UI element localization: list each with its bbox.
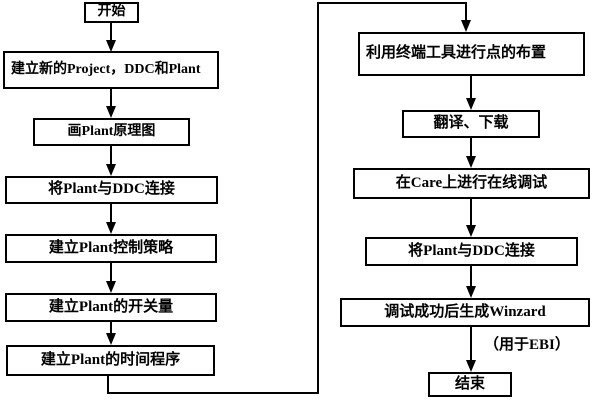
- node-create-project-label: 建立新的Project，DDC和Plant: [11, 61, 201, 77]
- connector-terminal-tool-point-layout-to-translate-download: [466, 76, 476, 110]
- connector-connect-plant-ddc-right-to-generate-winzard: [466, 266, 476, 298]
- connector-build-plant-switch-quantity-to-build-plant-time-program: [106, 322, 116, 345]
- node-online-debug-care[interactable]: 在Care上进行在线调试: [353, 168, 590, 199]
- connector-start-to-create-project: [106, 23, 116, 52]
- node-connect-plant-ddc-left-label: 将Plant与DDC连接: [48, 181, 175, 198]
- node-terminal-tool-point-layout-label: 利用终端工具进行点的布置: [366, 45, 547, 62]
- node-draw-plant-schematic[interactable]: 画Plant原理图: [33, 118, 190, 146]
- node-start-label: 开始: [97, 4, 126, 20]
- node-build-plant-time-program-label: 建立Plant的时间程序: [40, 351, 181, 368]
- node-build-plant-switch-quantity-label: 建立Plant的开关量: [48, 298, 174, 315]
- node-terminal-tool-point-layout[interactable]: 利用终端工具进行点的布置: [358, 32, 585, 76]
- node-start[interactable]: 开始: [84, 2, 139, 23]
- annotation-winzard-note-label: （用于EBI）: [484, 337, 570, 353]
- connector-connect-plant-ddc-left-to-build-plant-control-strategy: [106, 204, 116, 234]
- connector-create-project-to-draw-plant-schematic: [106, 88, 116, 118]
- connector-generate-winzard-to-end: [466, 327, 476, 372]
- node-build-plant-time-program[interactable]: 建立Plant的时间程序: [6, 345, 215, 376]
- annotation-winzard-note: （用于EBI）: [484, 333, 570, 354]
- connector-translate-download-to-online-debug-care: [466, 138, 476, 168]
- node-connect-plant-ddc-right-label: 将Plant与DDC连接: [408, 242, 535, 259]
- node-generate-winzard[interactable]: 调试成功后生成Winzard: [340, 298, 590, 327]
- node-connect-plant-ddc-left[interactable]: 将Plant与DDC连接: [5, 176, 218, 204]
- node-build-plant-control-strategy[interactable]: 建立Plant控制策略: [5, 234, 217, 263]
- node-create-project[interactable]: 建立新的Project，DDC和Plant: [3, 51, 219, 89]
- node-end[interactable]: 结束: [428, 372, 512, 397]
- node-build-plant-control-strategy-label: 建立Plant控制策略: [48, 239, 174, 256]
- node-online-debug-care-label: 在Care上进行在线调试: [395, 174, 548, 191]
- node-translate-download[interactable]: 翻译、下载: [402, 110, 540, 138]
- node-build-plant-switch-quantity[interactable]: 建立Plant的开关量: [5, 293, 217, 322]
- node-draw-plant-schematic-label: 画Plant原理图: [67, 123, 156, 139]
- connector-draw-plant-schematic-to-connect-plant-ddc-left: [106, 146, 116, 176]
- node-translate-download-label: 翻译、下载: [433, 115, 509, 132]
- connector-build-plant-control-strategy-to-build-plant-switch-quantity: [106, 263, 116, 293]
- node-connect-plant-ddc-right[interactable]: 将Plant与DDC连接: [365, 237, 578, 266]
- connector-online-debug-care-to-connect-plant-ddc-right: [466, 199, 476, 237]
- node-generate-winzard-label: 调试成功后生成Winzard: [384, 303, 546, 320]
- node-end-label: 结束: [454, 375, 485, 392]
